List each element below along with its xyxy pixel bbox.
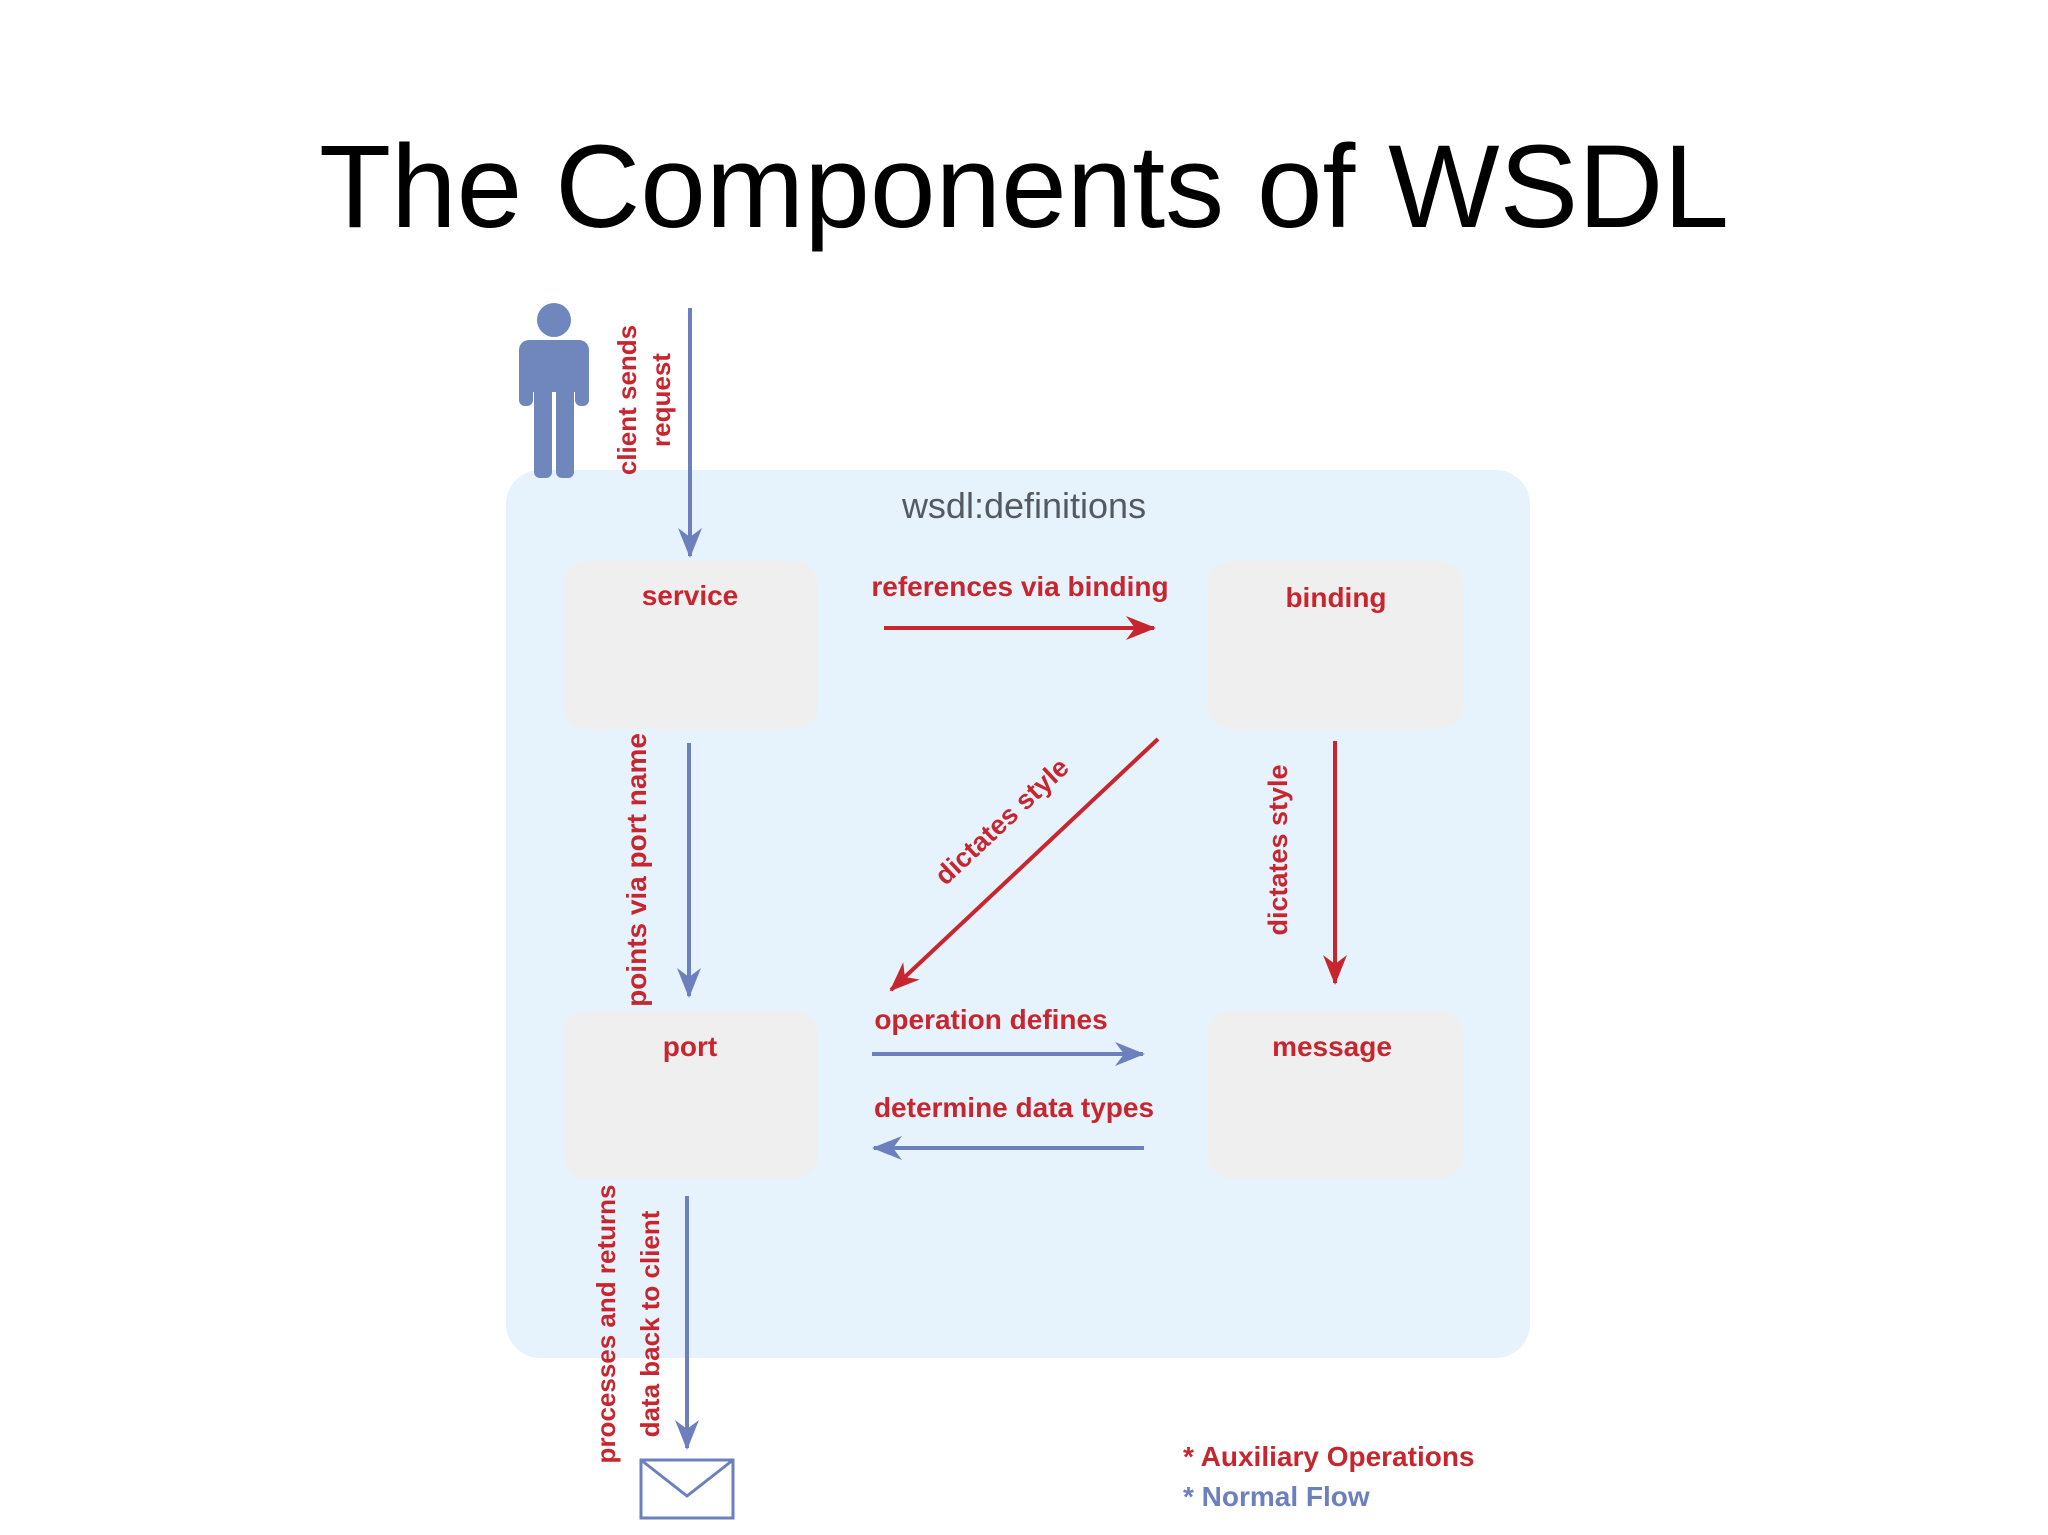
request-label: request bbox=[646, 353, 676, 447]
operation-label: operation defines bbox=[874, 1004, 1107, 1035]
service-node bbox=[563, 561, 818, 729]
data-back-label: data back to client bbox=[635, 1210, 665, 1437]
port-label: port bbox=[663, 1031, 717, 1062]
points-label: points via port name bbox=[621, 733, 652, 1007]
dictates-vertical-label: dictates style bbox=[1263, 764, 1293, 935]
service-label: service bbox=[642, 580, 739, 611]
person-icon bbox=[519, 303, 589, 478]
message-node bbox=[1208, 1011, 1463, 1179]
legend-normal: * Normal Flow bbox=[1183, 1481, 1370, 1512]
port-node bbox=[563, 1011, 818, 1179]
processes-label: processes and returns bbox=[591, 1185, 621, 1464]
dictates-diagonal-arrow bbox=[889, 737, 1160, 992]
determine-label: determine data types bbox=[874, 1092, 1154, 1123]
legend-auxiliary: * Auxiliary Operations bbox=[1183, 1441, 1475, 1472]
binding-node bbox=[1208, 561, 1463, 729]
container-label: wsdl:definitions bbox=[901, 485, 1146, 526]
slide-title: The Components of WSDL bbox=[318, 121, 1730, 253]
binding-label: binding bbox=[1285, 582, 1386, 613]
client-sends-label: client sends bbox=[612, 325, 642, 475]
references-label: references via binding bbox=[871, 571, 1168, 602]
envelope-icon bbox=[639, 1458, 735, 1520]
message-label: message bbox=[1272, 1031, 1392, 1062]
